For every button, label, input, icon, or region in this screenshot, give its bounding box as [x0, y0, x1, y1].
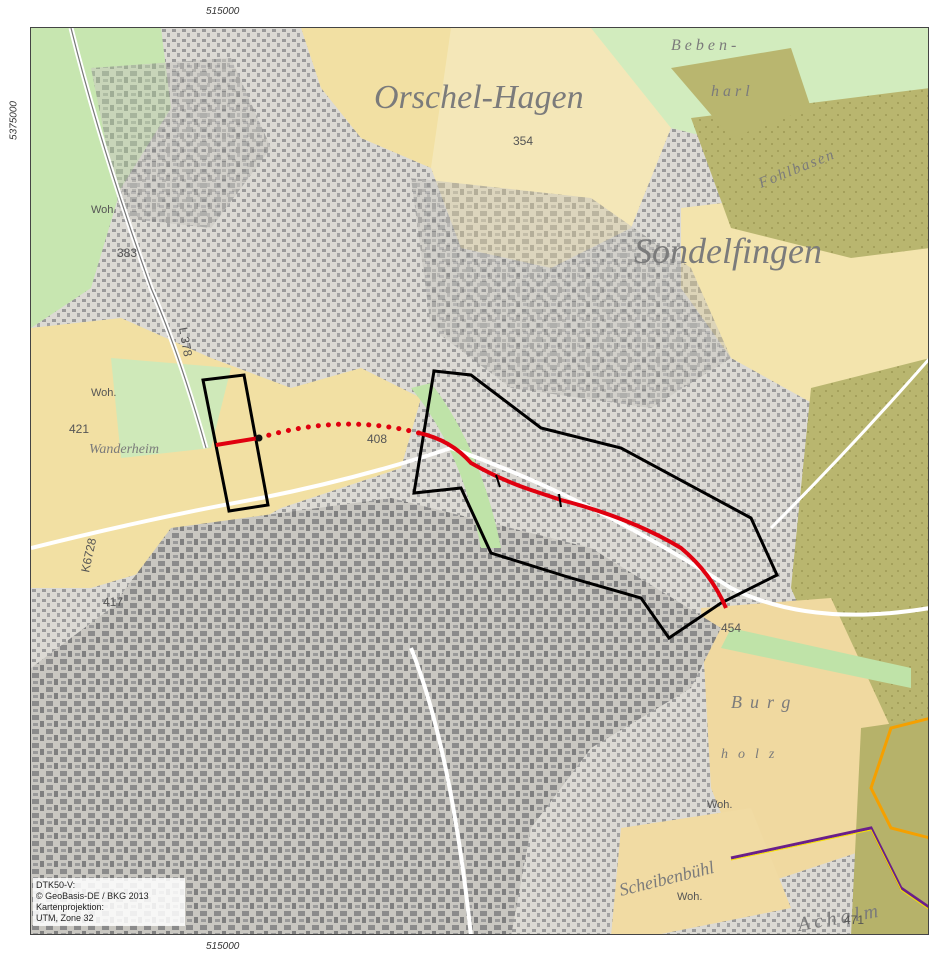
residential-area: [411, 178, 731, 408]
label-burg: Burg: [731, 692, 798, 712]
map-frame[interactable]: Orschel-Hagen Sondelfingen Beben- harl F…: [30, 27, 929, 935]
elevation-408: 408: [367, 432, 387, 446]
road-outline: [70, 28, 207, 449]
route-tick: [558, 493, 562, 508]
label-harl: harl: [711, 83, 754, 100]
elevation-383: 383: [117, 246, 137, 260]
road: [409, 647, 473, 934]
label-wanderheim: Wanderheim: [89, 442, 159, 457]
easting-label-bottom: 515000: [206, 941, 240, 952]
boundary-purple: [730, 826, 928, 909]
label-woh: Woh.: [677, 891, 702, 903]
project-area-west: [201, 373, 270, 513]
route-planned-dotted: [256, 421, 422, 441]
credit-projection-value: UTM, Zone 32: [36, 913, 94, 923]
label-woh: Woh.: [707, 799, 732, 811]
credit-copyright: © GeoBasis-DE / BKG 2013: [36, 891, 149, 901]
easting-label-top: 515000: [206, 6, 240, 17]
route-node: [255, 434, 263, 442]
field-area: [301, 28, 471, 168]
boundary-yellow: [730, 829, 928, 910]
green-strip: [721, 628, 911, 688]
elevation-354: 354: [513, 134, 533, 148]
label-sondelfingen: Sondelfingen: [634, 231, 822, 271]
label-woh: Woh.: [91, 204, 116, 216]
forest-area: [671, 48, 811, 138]
elevation-471: 471: [844, 913, 864, 927]
label-orschel-hagen: Orschel-Hagen: [374, 79, 584, 116]
road-label-l378: L 378: [176, 326, 195, 358]
elevation-421: 421: [69, 422, 89, 436]
topographic-map: Orschel-Hagen Sondelfingen Beben- harl F…: [31, 28, 928, 934]
label-woh: Woh.: [91, 387, 116, 399]
boundary-orange: [869, 717, 928, 840]
elevation-454: 454: [721, 621, 741, 635]
road: [769, 358, 928, 530]
credit-projection-label: Kartenprojektion:: [36, 902, 105, 912]
map-credits: DTK50-V: © GeoBasis-DE / BKG 2013 Karten…: [33, 878, 185, 926]
dense-urban-area: [31, 498, 721, 934]
project-area-east: [412, 369, 779, 641]
credit-source: DTK50-V:: [36, 880, 76, 890]
green-strip: [411, 383, 501, 548]
route-tick: [495, 474, 501, 488]
residential-area: [91, 58, 271, 228]
route-west: [215, 436, 260, 447]
label-holz: holz: [721, 747, 784, 762]
northing-label-left: 5375000: [8, 101, 20, 140]
label-beben: Beben-: [671, 37, 740, 54]
route-east: [418, 431, 728, 609]
field-area: [611, 808, 791, 934]
elevation-417: 417: [103, 595, 123, 609]
